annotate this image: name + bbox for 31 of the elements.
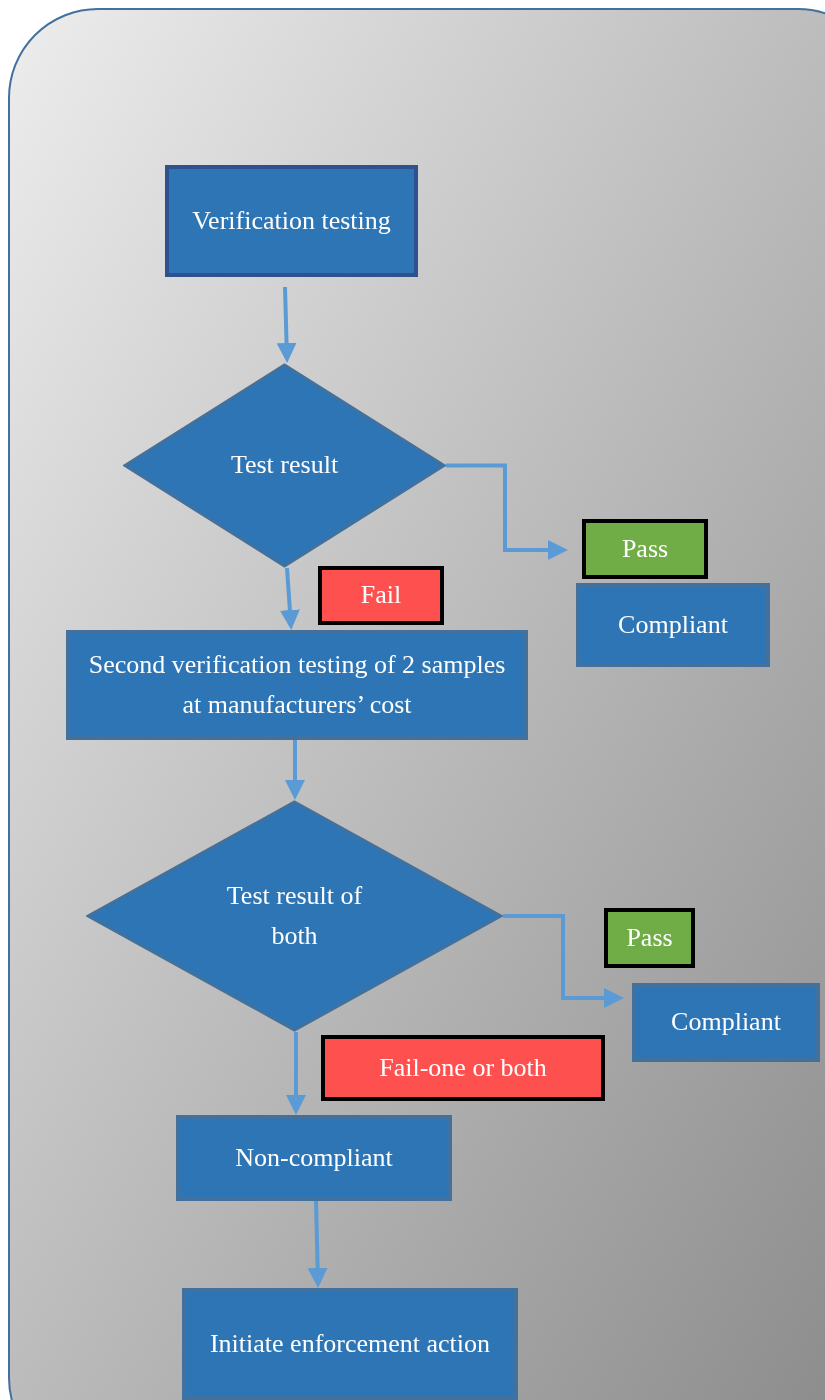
node-label: Compliant: [617, 608, 729, 641]
arrow: [503, 914, 624, 1008]
node-label: Verification testing: [191, 204, 392, 237]
decision-diamond: [123, 363, 446, 568]
arrow: [279, 567, 300, 630]
node-label: Second verification testing of 2 samples at manufacturers’ cost: [87, 648, 507, 721]
node-label: Pass: [625, 921, 674, 954]
process-box: [632, 983, 820, 1062]
node-label: Test result of both: [225, 879, 364, 952]
status-tag: [604, 908, 695, 968]
node-label: Pass: [620, 532, 670, 565]
status-tag: [321, 1035, 605, 1101]
process-box: [66, 630, 528, 740]
process-box: [165, 165, 418, 277]
node-label: Initiate enforcement action: [208, 1327, 492, 1360]
node-label: Non-compliant: [234, 1141, 394, 1174]
node-label: Compliant: [670, 1006, 782, 1039]
arrow: [446, 463, 568, 560]
arrow: [286, 1032, 306, 1115]
status-tag: [318, 566, 444, 625]
arrow: [285, 740, 305, 800]
process-box: [182, 1288, 518, 1400]
arrow: [276, 286, 297, 363]
status-tag: [582, 519, 708, 579]
arrow: [307, 1200, 328, 1288]
node-label: Test result: [230, 449, 339, 482]
node-label: Fail: [359, 579, 403, 612]
process-box: [576, 583, 770, 667]
process-box: [176, 1115, 452, 1201]
node-label: Fail-one or both: [378, 1051, 548, 1084]
decision-diamond: [86, 800, 503, 1032]
